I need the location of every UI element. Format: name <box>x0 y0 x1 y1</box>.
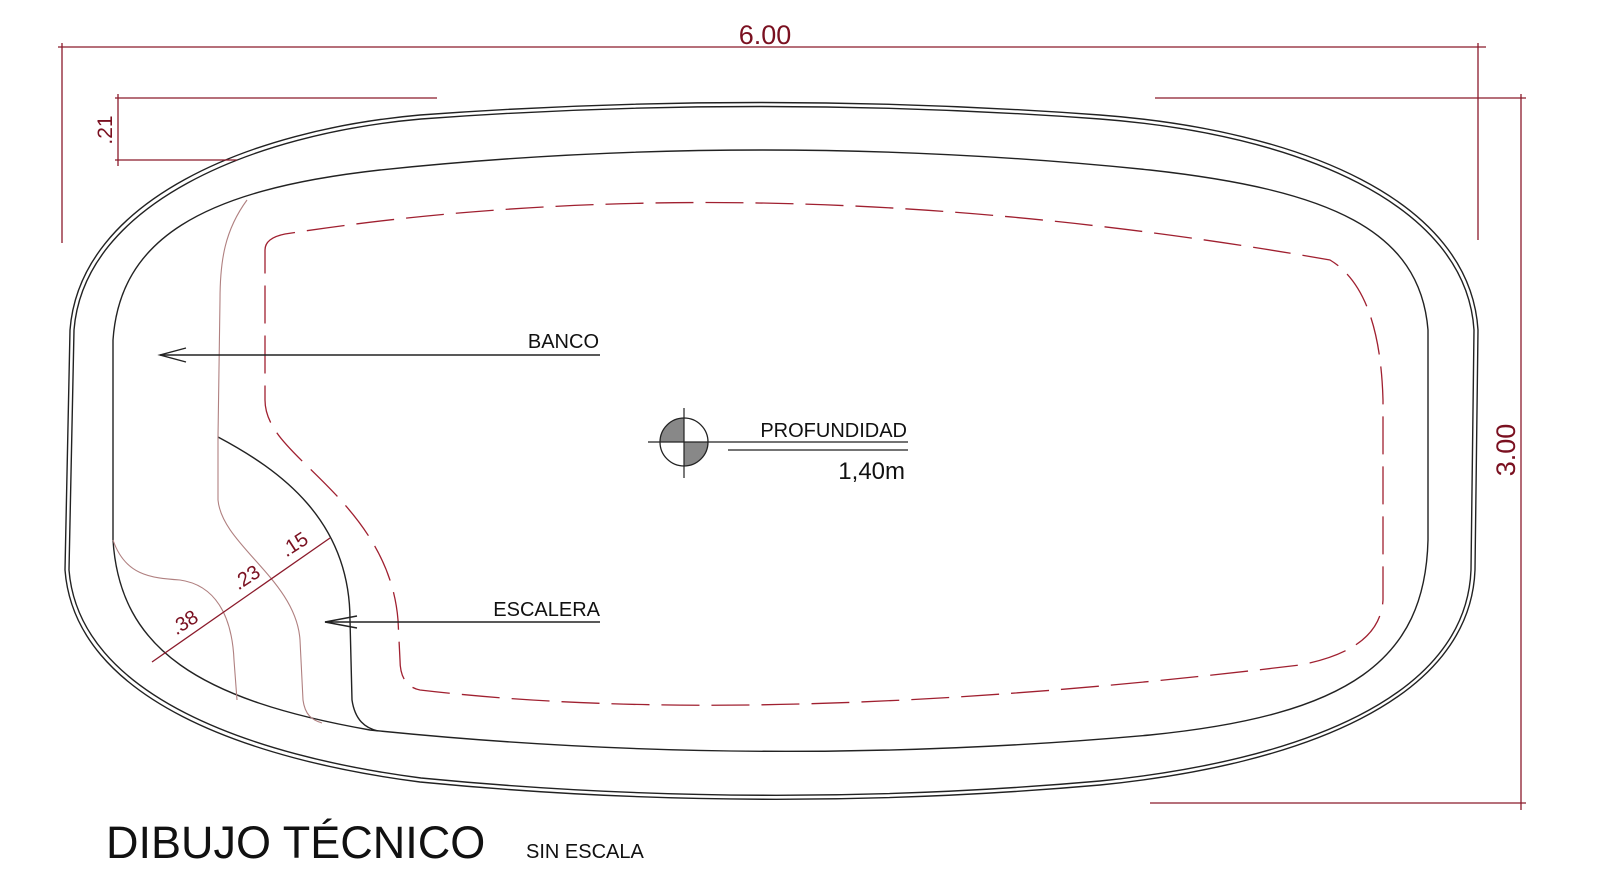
depth-value: 1,40m <box>838 458 905 485</box>
stairs-callout: ESCALERA <box>324 599 601 629</box>
step-dimensions: .38 .23 .15 <box>151 528 331 663</box>
pool-inner-wall <box>112 149 1429 753</box>
bench-callout: BANCO <box>157 331 600 363</box>
stair-edge <box>217 436 379 732</box>
step-label-1: .38 <box>167 606 202 640</box>
pool-outer-edge-inner <box>68 105 1475 796</box>
width-dimension: 3.00 <box>1150 94 1526 810</box>
pool-outer-edge <box>64 101 1479 800</box>
step-line <box>112 539 238 701</box>
stairs-label: ESCALERA <box>493 599 600 621</box>
depth-marker-icon <box>648 408 908 478</box>
length-label: 6.00 <box>739 20 792 50</box>
drawing-title: DIBUJO TÉCNICO <box>106 817 485 868</box>
depth-title: PROFUNDIDAD <box>760 420 907 442</box>
step-label-3: .15 <box>277 528 312 562</box>
step-label-2: .23 <box>229 561 264 595</box>
deep-area-outline <box>264 201 1384 706</box>
length-dimension: 6.00 <box>58 20 1486 243</box>
bench-edge <box>217 199 323 724</box>
scale-note: SIN ESCALA <box>526 841 644 863</box>
edge-label: .21 <box>94 115 117 144</box>
bench-label: BANCO <box>528 331 599 353</box>
edge-dimension: .21 <box>94 94 437 166</box>
width-label: 3.00 <box>1491 424 1521 477</box>
